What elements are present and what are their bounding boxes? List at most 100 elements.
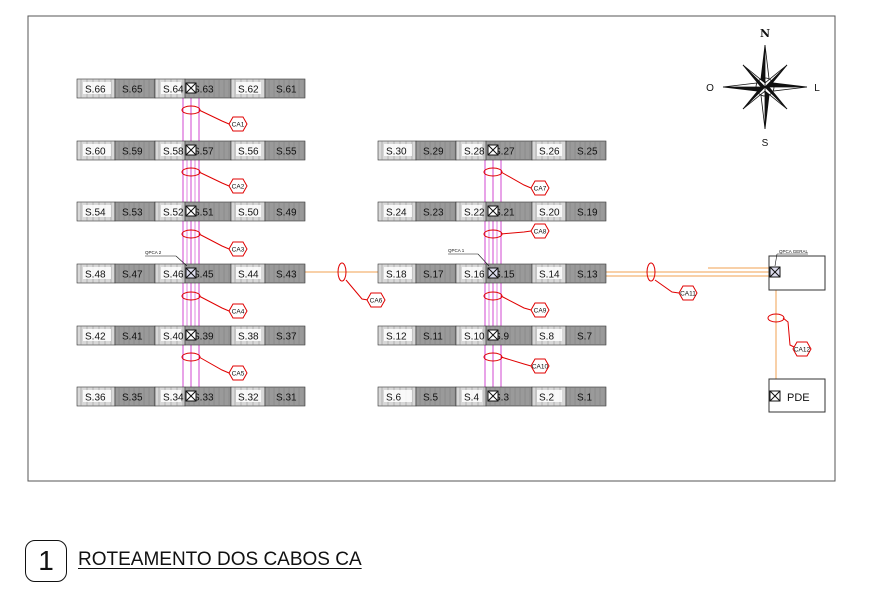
room-label-bg (384, 144, 412, 156)
room-label-bg (236, 267, 261, 279)
room-label: S.38 (238, 332, 259, 343)
cable-tag-ca8-label: CA8 (534, 229, 547, 236)
drawing-frame (27, 15, 836, 482)
room-label-bg (537, 390, 562, 402)
room-label: S.27 (494, 147, 515, 158)
panel-icon-cross (185, 390, 197, 402)
room-label: S.10 (464, 332, 485, 343)
cable-tag-ca9-label: CA9 (534, 308, 547, 315)
cable-tag-ca2 (228, 178, 248, 194)
cable-tag-ca11-label: CA11 (680, 291, 696, 298)
room-label: S.51 (193, 208, 214, 219)
box-label-leader (477, 253, 490, 267)
room-label: S.18 (386, 270, 407, 281)
room-label: S.53 (122, 208, 143, 219)
right-row-4: S.6 S.5 S.4 S.3 S.2 S.1 (377, 386, 607, 407)
compass-ring (755, 77, 775, 97)
room-block (264, 263, 306, 284)
compass-east: L (814, 83, 820, 94)
room-label: S.6 (386, 393, 401, 404)
room-label-bg (83, 329, 111, 341)
tag-leader (198, 233, 230, 250)
room-label-bg (537, 144, 562, 156)
room-label: S.9 (494, 332, 509, 343)
room-label-bg (537, 329, 562, 341)
cable-tag-ca7-label: CA7 (534, 186, 547, 193)
room-label: S.7 (577, 332, 592, 343)
room-label-bg (462, 329, 482, 341)
room-label-bg (83, 144, 111, 156)
tag-leader (198, 109, 230, 125)
room-label: S.15 (494, 270, 515, 281)
panel-icon-cross (487, 144, 499, 156)
room-label-bg (161, 329, 181, 341)
drawing-title: ROTEAMENTO DOS CABOS CA (78, 549, 362, 570)
drawing-number: 1 (25, 540, 67, 582)
room-label: S.52 (163, 208, 184, 219)
room-label: S.28 (464, 147, 485, 158)
room-label-bg (83, 390, 111, 402)
room-block (565, 263, 607, 284)
compass-west: O (706, 83, 714, 94)
tag-leader (198, 295, 230, 312)
room-label: S.42 (85, 332, 106, 343)
room-label: S.30 (386, 147, 407, 158)
room-label: S.22 (464, 208, 485, 219)
room-label-bg (462, 267, 482, 279)
tag-leader (198, 356, 230, 374)
room-label: S.25 (577, 147, 598, 158)
room-label-bg (161, 82, 181, 94)
room-label: S.59 (122, 147, 143, 158)
room-label: S.56 (238, 147, 259, 158)
compass-diagonal (742, 86, 766, 110)
cable-tag-ca6-label: CA6 (370, 298, 383, 305)
panel-icon-cross (185, 267, 197, 279)
tag-leader (345, 279, 369, 301)
room-label: S.5 (423, 393, 438, 404)
box-label-qpca2: QPCA 2 (145, 250, 162, 255)
room-label: S.33 (193, 393, 214, 404)
cable-tag-ca3 (228, 241, 248, 257)
cable-tag-ca3-label: CA3 (232, 247, 245, 254)
room-label-bg (83, 82, 111, 94)
room-label: S.50 (238, 208, 259, 219)
cable-tag-ca10 (530, 358, 550, 374)
panel-icon-cross (185, 329, 197, 341)
box-label-general: QPCA GERAL (779, 249, 809, 254)
cable-tag-ca1-label: CA1 (232, 122, 245, 129)
tag-leader (500, 171, 532, 189)
room-label: S.46 (163, 270, 184, 281)
room-label: S.35 (122, 393, 143, 404)
tag-leader (782, 317, 797, 349)
room-label: S.41 (122, 332, 143, 343)
room-label-bg (462, 205, 482, 217)
room-label: S.39 (193, 332, 214, 343)
room-label-bg (161, 205, 181, 217)
room-label: S.3 (494, 393, 509, 404)
room-label: S.26 (539, 147, 560, 158)
room-label: S.64 (163, 85, 184, 96)
room-label: S.2 (539, 393, 554, 404)
room-block (264, 201, 306, 222)
cable-tag-ca5 (228, 365, 248, 381)
room-label: S.34 (163, 393, 184, 404)
room-label-bg (384, 329, 412, 341)
room-label-bg (462, 144, 482, 156)
room-label: S.4 (464, 393, 479, 404)
room-label-bg (83, 267, 111, 279)
room-label-bg (537, 267, 562, 279)
room-label: S.58 (163, 147, 184, 158)
room-label: S.11 (423, 332, 443, 343)
room-label: S.19 (577, 208, 598, 219)
panel-icon-cross (185, 205, 197, 217)
room-label: S.1 (577, 393, 592, 404)
room-label: S.62 (238, 85, 259, 96)
cable-tag-ca10-label: CA10 (532, 364, 549, 371)
room-block (565, 201, 607, 222)
room-block (565, 140, 607, 161)
room-block (264, 325, 306, 346)
tag-leader (500, 230, 532, 235)
